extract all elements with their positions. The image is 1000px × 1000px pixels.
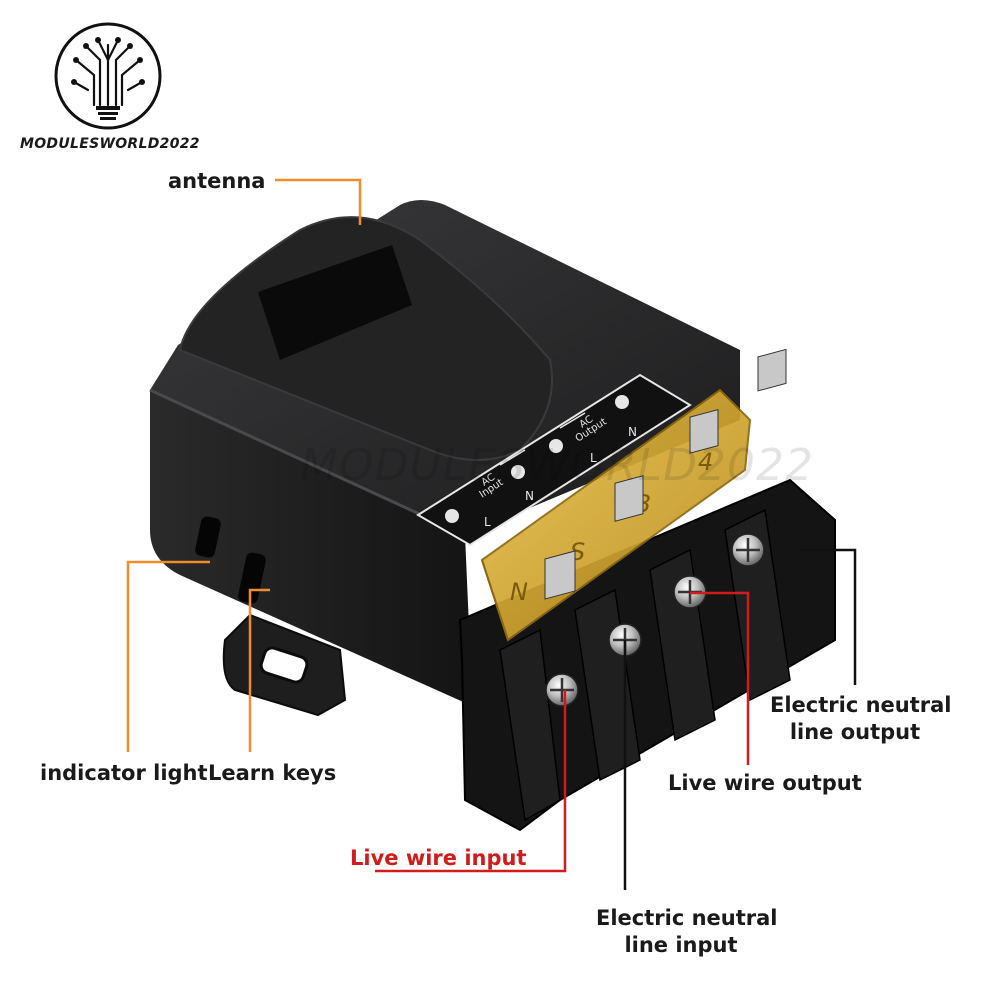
terminal-label-panel: AC Input L N AC Output L N (416, 373, 692, 547)
label-neutral-output: Electric neutral line output (770, 692, 952, 746)
label-neutral-output-line1: Electric neutral (770, 693, 952, 717)
screw-4 (731, 348, 787, 567)
label-neutral-input-line2: line input (624, 933, 738, 957)
screw-1 (544, 550, 579, 707)
relay-housing (149, 200, 740, 705)
label-learn-keys: Learn keys (208, 761, 337, 785)
brand-logo (54, 22, 162, 130)
watermark: MODULESWORLD2022 (300, 440, 815, 491)
label-indicator-light: indicator light (40, 761, 208, 785)
callout-lines (126, 178, 857, 890)
panel-input-l: L (484, 515, 491, 529)
label-live-wire-output: Live wire output (668, 771, 862, 795)
label-antenna: antenna (168, 169, 266, 193)
brand-name: MODULESWORLD2022 (20, 136, 200, 152)
label-neutral-input-line1: Electric neutral (596, 906, 778, 930)
label-neutral-input: Electric neutral line input (596, 905, 778, 959)
panel-output-l: L (590, 451, 597, 465)
panel-input-n: N (525, 489, 534, 503)
cover-number-4: 4 (698, 448, 713, 476)
terminal-block (458, 478, 836, 832)
label-live-wire-input: Live wire input (350, 846, 527, 870)
panel-output-n: N (628, 425, 637, 439)
cover-number-1: N (510, 578, 528, 606)
label-neutral-output-line2: line output (789, 720, 921, 744)
